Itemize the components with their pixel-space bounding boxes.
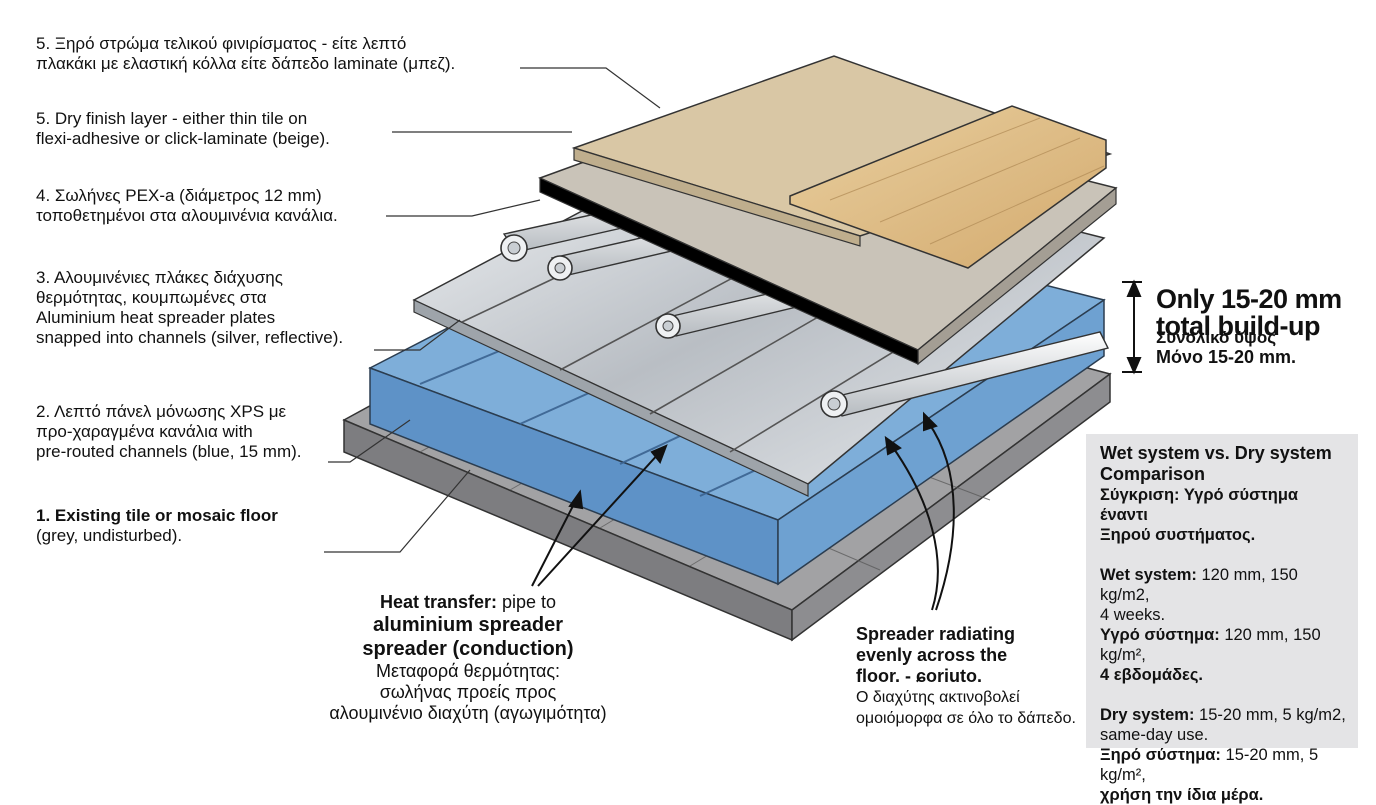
heat-transfer-line3: spreader (conduction) [362, 638, 574, 660]
label-finish-gr-line1: 5. Ξηρό στρώμα τελικού φινιρίσματος - εί… [36, 34, 407, 53]
build-up-arrow [1122, 279, 1142, 375]
label-aluminium-plates-line2: θερμότητας, κουμπωμένες στα [36, 288, 267, 307]
comparison-title-gr1: Σύγκριση: Υγρό σύστημα έναντι [1100, 486, 1299, 524]
comparison-wet-gr-val2: 4 εβδομάδες. [1100, 666, 1203, 684]
comparison-title-gr2: Ξηρού συστήματος. [1100, 526, 1256, 544]
comparison-wet-en: Wet system: 120 mm, 150 kg/m2, [1100, 565, 1348, 605]
label-existing-tile-line2: (grey, undisturbed). [36, 526, 183, 545]
build-up-line4: Μόνο 15-20 mm. [1156, 347, 1297, 367]
spreader-radiating-arrows [884, 411, 955, 611]
label-pex-pipes-line1: 4. Σωλήνες PEX-a (διάμετρος 12 mm) [36, 186, 322, 205]
comparison-wet-val1: 120 mm, 150 kg/m2, [1100, 566, 1298, 604]
label-xps-panel: 2. Λεπτό πάνελ μόνωσης XPS με προ-χαραγμ… [36, 402, 302, 462]
label-finish-gr-line2: πλακάκι με ελαστική κόλλα είτε δάπεδο la… [36, 54, 456, 73]
comparison-wet-gr-label: Υγρό σύστημα: [1100, 626, 1220, 644]
spreader-radiating-callout: Spreader radiating evenly across the flo… [856, 624, 1076, 729]
comparison-title1: Wet system vs. Dry system [1100, 443, 1332, 463]
label-finish-en-line2: flexi-adhesive or click-laminate (beige)… [36, 129, 330, 148]
label-existing-tile-line1: 1. Existing tile or mosaic floor [36, 506, 278, 525]
label-aluminium-plates-line1: 3. Αλουμινένιες πλάκες διάχυσης [36, 268, 283, 287]
heat-transfer-title: Heat transfer: [379, 592, 497, 612]
comparison-wet-label: Wet system: [1100, 566, 1197, 584]
leader-lines [324, 67, 661, 553]
label-xps-panel-line1: 2. Λεπτό πάνελ μόνωσης XPS με [36, 402, 287, 421]
label-pex-pipes-line2: τοποθετημένοι στα αλουμινένια κανάλια. [36, 206, 338, 225]
build-up-line3: Συνολικό ύψος [1156, 328, 1277, 347]
comparison-wet-gr-val: 120 mm, 150 kg/m², [1100, 626, 1321, 664]
heat-transfer-callout: Heat transfer: pipe to aluminium spreade… [318, 592, 618, 724]
label-existing-tile: 1. Existing tile or mosaic floor (grey, … [36, 506, 278, 546]
spreader-radiating-gr2: ομοιόμορφα σε όλο το δάπεδο. [856, 710, 1076, 727]
heat-transfer-arrows [531, 444, 668, 587]
label-xps-panel-line2-en: with [217, 422, 253, 441]
comparison-title2: Comparison [1100, 464, 1206, 484]
label-xps-panel-line2: προ-χαραγμένα κανάλια with [36, 422, 302, 442]
comparison-dry-val1: 15-20 mm, 5 kg/m2, [1194, 706, 1346, 724]
heat-transfer-line2: aluminium spreader [372, 614, 564, 636]
spreader-radiating-en3: floor. - ɕoriuto. [856, 666, 982, 686]
build-up-line1: Only 15-20 mm [1156, 284, 1342, 314]
build-up-callout: Only 15-20 mm total build-up Συνολικό ύψ… [1156, 284, 1342, 368]
comparison-dry-gr-val2: χρήση την ίδια μέρα. [1100, 786, 1264, 804]
comparison-dry-label: Dry system: [1100, 706, 1195, 724]
comparison-dry-en: Dry system: 15-20 mm, 5 kg/m2, [1100, 705, 1348, 725]
label-aluminium-plates-line3: Aluminium heat spreader plates [36, 308, 276, 327]
comparison-wet-val2: 4 weeks. [1100, 606, 1166, 624]
finish-layer [538, 55, 1118, 366]
label-finish-gr: 5. Ξηρό στρώμα τελικού φινιρίσματος - εί… [36, 34, 455, 74]
build-up-line2: total build-up [1156, 311, 1320, 341]
comparison-dry-gr-label: Ξηρό σύστημα: [1100, 746, 1221, 764]
label-finish-en: 5. Dry finish layer - either thin tile o… [36, 109, 330, 149]
label-aluminium-plates: 3. Αλουμινένιες πλάκες διάχυσης θερμότητ… [36, 268, 343, 348]
label-xps-panel-line3: pre-routed channels (blue, 15 mm). [36, 442, 302, 461]
label-aluminium-plates-line4: snapped into channels (silver, reflectiv… [36, 328, 344, 347]
floor-layers-diagram [324, 55, 1142, 642]
comparison-dry-gr: Ξηρό σύστημα: 15-20 mm, 5 kg/m², [1100, 745, 1348, 785]
comparison-dry-val2: same-day use. [1100, 726, 1209, 744]
comparison-panel: Wet system vs. Dry system Comparison Σύγ… [1086, 434, 1358, 804]
heat-transfer-gr2: σωλήνας προείς προς [379, 682, 557, 702]
label-finish-en-line1: 5. Dry finish layer - either thin tile o… [36, 109, 308, 128]
label-pex-pipes: 4. Σωλήνες PEX-a (διάμετρος 12 mm) τοποθ… [36, 186, 338, 226]
heat-transfer-gr3: αλουμινένιο διαχύτη (αγωγιμότητα) [329, 703, 607, 723]
spreader-radiating-en2: evenly across the [856, 645, 1008, 665]
spreader-radiating-gr1: Ο διαχύτης ακτινοβολεί [856, 689, 1020, 706]
heat-transfer-rest: pipe to [497, 592, 557, 612]
spreader-radiating-en1: Spreader radiating [856, 624, 1016, 644]
heat-transfer-gr1: Μεταφορά θερμότητας: [375, 661, 561, 681]
comparison-wet-gr: Υγρό σύστημα: 120 mm, 150 kg/m², [1100, 625, 1348, 665]
label-xps-panel-line2-gr: προ-χαραγμένα κανάλια [36, 422, 218, 441]
